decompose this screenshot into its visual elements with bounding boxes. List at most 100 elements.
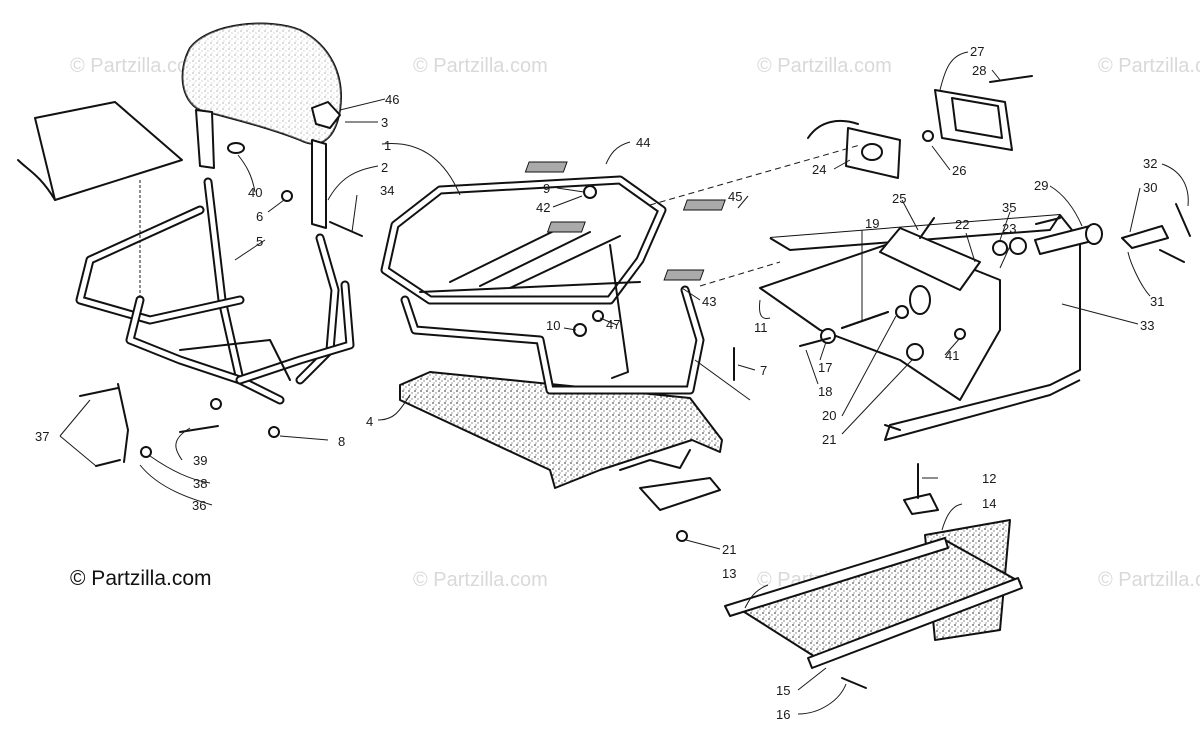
strap [117, 383, 129, 463]
callout-35: 35 [1002, 200, 1016, 215]
skid-rail-front [724, 537, 949, 617]
callout-9: 9 [543, 181, 550, 196]
tail-light-lens [951, 97, 1003, 139]
backrest-post-right [311, 139, 327, 229]
callout-25: 25 [892, 191, 906, 206]
screw [989, 75, 1033, 83]
callout-4: 4 [366, 414, 373, 429]
bracket [903, 493, 939, 515]
nut [210, 398, 222, 410]
callout-37: 37 [35, 429, 49, 444]
rack-rail [419, 281, 641, 293]
callouts: 1 2 3 4 5 6 7 8 9 10 11 12 13 14 15 16 1… [35, 44, 1164, 722]
knob [227, 142, 245, 154]
callout-32: 32 [1143, 156, 1157, 171]
callout-38: 38 [193, 476, 207, 491]
callout-40: 40 [248, 185, 262, 200]
callout-23: 23 [1002, 221, 1016, 236]
callout-29: 29 [1034, 178, 1048, 193]
hitch-pin-end [1085, 223, 1103, 245]
tail-light-wire [807, 120, 859, 139]
nut [281, 190, 293, 202]
backrest-post-left [195, 109, 215, 169]
spacer [1009, 237, 1027, 255]
callout-14: 14 [982, 496, 996, 511]
callout-27: 27 [970, 44, 984, 59]
skid-rail-rear [807, 577, 1023, 669]
callout-44: 44 [636, 135, 650, 150]
callout-13: 13 [722, 566, 736, 581]
callout-21: 21 [722, 542, 736, 557]
leader-lines [59, 51, 1189, 715]
backrest-texture [182, 23, 341, 144]
callout-7: 7 [760, 363, 767, 378]
callout-31: 31 [1150, 294, 1164, 309]
callout-17: 17 [818, 360, 832, 375]
decal [682, 199, 726, 211]
pivot-bushing [909, 285, 931, 315]
rack-rail [479, 231, 591, 287]
callout-47: 47 [606, 317, 620, 332]
watermark: © Partzilla.com [70, 55, 205, 77]
callout-15: 15 [776, 683, 790, 698]
callout-1: 1 [384, 138, 391, 153]
cotter-pin [1175, 203, 1191, 237]
callout-11: 11 [754, 320, 768, 335]
callout-39: 39 [193, 453, 207, 468]
nut [268, 426, 280, 438]
watermark: © Partzilla.com [1098, 55, 1200, 77]
rod [179, 425, 219, 433]
bolt [95, 459, 121, 467]
backrest-assembly [17, 22, 363, 467]
callout-45: 45 [728, 189, 742, 204]
bolt [329, 221, 363, 237]
callout-16: 16 [776, 707, 790, 722]
bolt [799, 337, 831, 347]
washer [895, 305, 909, 319]
watermark: © Partzilla.com [413, 55, 548, 77]
callout-43: 43 [702, 294, 716, 309]
seat-panel [34, 101, 183, 201]
rivet [841, 677, 867, 689]
callout-36: 36 [192, 498, 206, 513]
callout-33: 33 [1140, 318, 1154, 333]
tail-light-bulb [861, 143, 883, 161]
seat-panel-edge [17, 159, 56, 201]
hitch-assembly [724, 75, 1191, 689]
callout-34: 34 [380, 183, 394, 198]
washer [992, 240, 1008, 256]
watermark: © Partzilla.com [413, 569, 548, 591]
nut [676, 530, 688, 542]
bolt [79, 387, 119, 397]
hitch-tongue [879, 227, 981, 291]
callout-18: 18 [818, 384, 832, 399]
cable [619, 449, 691, 471]
callout-28: 28 [972, 63, 986, 78]
bulb-socket [922, 130, 934, 142]
callout-12: 12 [982, 471, 996, 486]
bolt [1035, 217, 1061, 225]
frame-brace [179, 339, 291, 381]
decal [524, 161, 568, 173]
callout-46: 46 [385, 92, 399, 107]
rack-rail [449, 227, 561, 283]
callout-30: 30 [1143, 180, 1157, 195]
watermark: © Partzilla.com [1098, 569, 1200, 591]
clevis [1121, 225, 1169, 249]
decal [663, 269, 705, 281]
rack-rail [509, 235, 621, 289]
callout-41: 41 [945, 348, 959, 363]
callout-42: 42 [536, 200, 550, 215]
clevis-pin [1159, 249, 1185, 263]
rack-strut [609, 244, 629, 379]
washer [592, 310, 604, 322]
callout-19: 19 [865, 216, 879, 231]
callout-26: 26 [952, 163, 966, 178]
callout-2: 2 [381, 160, 388, 175]
callout-20: 20 [822, 408, 836, 423]
nut [583, 185, 597, 199]
backrest-emblem [311, 101, 341, 129]
bolt [919, 217, 935, 239]
